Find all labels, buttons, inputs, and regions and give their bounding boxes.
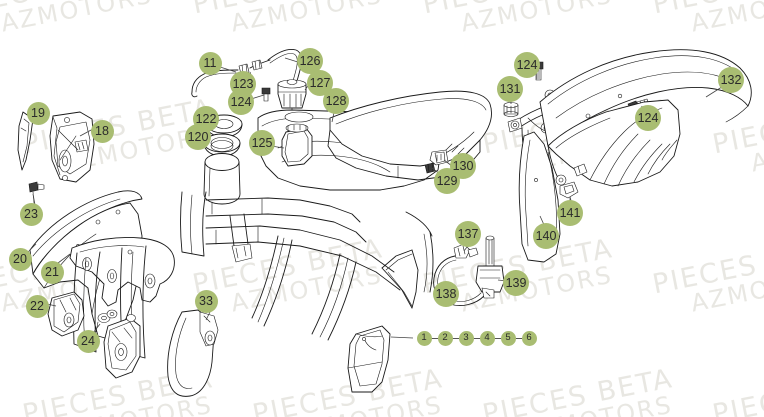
callout-21[interactable]: 21: [40, 260, 64, 284]
callout-20[interactable]: 20: [8, 247, 32, 271]
chain-connector: [431, 337, 438, 339]
callout-18[interactable]: 18: [90, 119, 114, 143]
callout-124[interactable]: 124: [228, 89, 254, 115]
chain-connector: [452, 337, 459, 339]
callout-24[interactable]: 24: [76, 329, 100, 353]
callout-124[interactable]: 124: [635, 105, 661, 131]
callout-6[interactable]: 6: [521, 330, 537, 346]
callout-129[interactable]: 129: [434, 168, 460, 194]
callout-1[interactable]: 1: [416, 330, 432, 346]
callout-23[interactable]: 23: [19, 202, 43, 226]
callout-11[interactable]: 11: [198, 51, 222, 75]
callout-124[interactable]: 124: [514, 52, 540, 78]
callout-128[interactable]: 128: [323, 88, 349, 114]
chain-connector: [494, 337, 501, 339]
callout-140[interactable]: 140: [533, 223, 559, 249]
callout-139[interactable]: 139: [503, 270, 529, 296]
callout-22[interactable]: 22: [25, 294, 49, 318]
callout-2[interactable]: 2: [437, 330, 453, 346]
callout-138[interactable]: 138: [433, 281, 459, 307]
callout-3[interactable]: 3: [458, 330, 474, 346]
callout-120[interactable]: 120: [185, 124, 211, 150]
callout-141[interactable]: 141: [557, 200, 583, 226]
callout-125[interactable]: 125: [249, 130, 275, 156]
chain-connector: [515, 337, 522, 339]
callout-4[interactable]: 4: [479, 330, 495, 346]
callout-5[interactable]: 5: [500, 330, 516, 346]
callout-33[interactable]: 33: [194, 289, 218, 313]
callout-132[interactable]: 132: [718, 67, 744, 93]
callout-131[interactable]: 131: [497, 76, 523, 102]
callout-19[interactable]: 19: [26, 101, 50, 125]
callout-137[interactable]: 137: [455, 221, 481, 247]
chain-connector: [473, 337, 480, 339]
